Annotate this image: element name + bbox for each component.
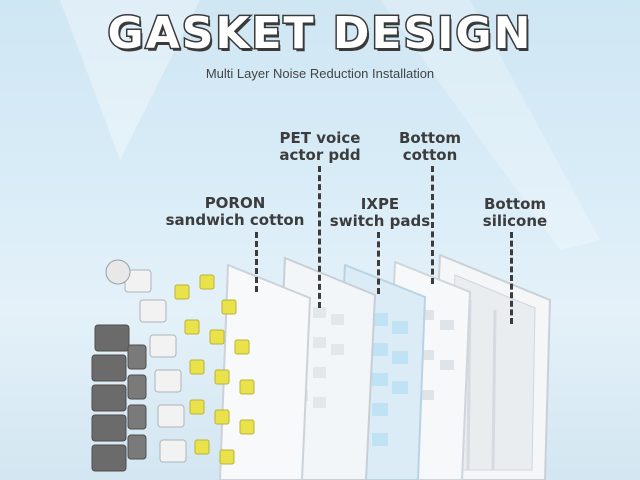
page-subtitle: Multi Layer Noise Reduction Installation xyxy=(205,66,435,81)
callout-pet: PET voice actor pdd xyxy=(270,130,370,164)
callout-ixpe-line2: switch pads xyxy=(329,212,431,230)
callout-bottom-cotton: Bottom cotton xyxy=(385,130,475,164)
callout-bottom-cotton-line2: cotton xyxy=(402,146,458,164)
callout-bottom-silicone-line2: silicone xyxy=(482,212,548,230)
callout-poron-line2: sandwich cotton xyxy=(165,211,305,229)
callout-ixpe-line1: IXPE xyxy=(360,195,400,213)
leader-line-bottom-silicone xyxy=(510,232,513,324)
leader-line-poron xyxy=(255,232,258,292)
poron-sandwich-layer xyxy=(218,263,312,480)
callout-poron-line1: PORON xyxy=(204,194,266,212)
page-title: GASKET DESIGN xyxy=(106,7,533,61)
leader-line-pet xyxy=(318,166,321,308)
yellow-switches xyxy=(174,274,255,465)
leader-line-ixpe xyxy=(377,232,380,294)
callout-bottom-silicone-line1: Bottom xyxy=(483,195,546,213)
callout-pet-line1: PET voice xyxy=(279,129,361,147)
light-ray xyxy=(60,0,200,160)
callout-bottom-silicone: Bottom silicone xyxy=(470,196,560,230)
leader-line-bottom-cotton xyxy=(431,166,434,284)
callout-pet-line2: actor pdd xyxy=(279,146,361,164)
white-keycaps xyxy=(105,259,187,463)
dark-keycaps xyxy=(91,324,147,472)
callout-poron: PORON sandwich cotton xyxy=(160,195,310,229)
light-ray xyxy=(380,0,600,250)
callout-bottom-cotton-line1: Bottom xyxy=(398,129,461,147)
callout-ixpe: IXPE switch pads xyxy=(325,196,435,230)
